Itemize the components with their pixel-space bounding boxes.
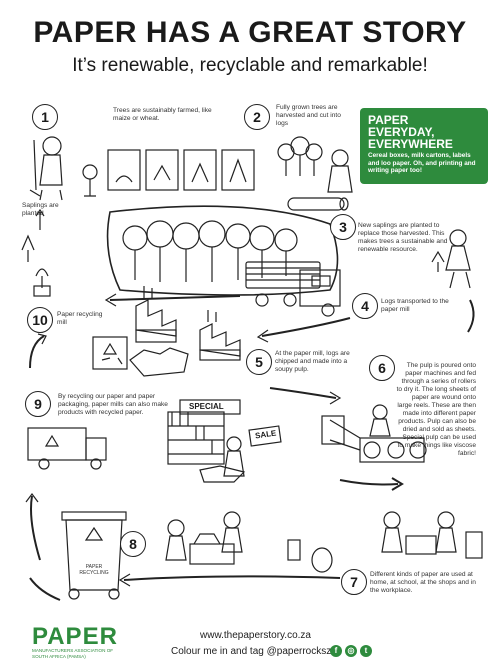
bin-label: PAPER RECYCLING	[79, 564, 109, 576]
recycling-pile	[92, 336, 189, 377]
social-tag: Colour me in and tag @paperrocksza	[171, 646, 337, 657]
pulp-mill	[199, 310, 241, 361]
special-sign: SPECIAL	[189, 402, 224, 411]
woodcutter-illustration	[277, 136, 353, 211]
facebook-icon[interactable]: f	[330, 645, 342, 657]
step-7-caption: Different kinds of paper are used at hom…	[370, 571, 476, 594]
step-7-badge: 7	[341, 569, 367, 595]
recycling-mill	[135, 286, 177, 343]
paper-everyday-callout: PAPER EVERYDAY, EVERYWHERE Cereal boxes,…	[360, 108, 488, 184]
forest-trees	[122, 220, 298, 282]
step-2-caption: Fully grown trees are harvested and cut …	[276, 104, 341, 127]
step-9-caption: By recycling our paper and paper packagi…	[58, 393, 168, 416]
pamsa-logo: PAPER	[32, 623, 118, 650]
step-1-badge: 1	[32, 104, 58, 130]
bookstore-illustration	[167, 399, 282, 483]
logging-truck	[245, 261, 341, 317]
recycling-truck	[27, 427, 107, 470]
step-8-badge: 8	[120, 531, 146, 557]
page-subtitle: It’s renewable, recyclable and remarkabl…	[72, 55, 428, 76]
step-5-badge: 5	[246, 349, 272, 375]
recycling-bin	[61, 511, 127, 600]
paper-machine	[321, 404, 427, 491]
farmer-illustration	[29, 136, 98, 201]
planter-illustration	[431, 229, 471, 289]
step-6-caption: The pulp is poured onto paper machines a…	[396, 362, 476, 457]
website-link[interactable]: www.thepaperstory.co.za	[200, 630, 311, 641]
step-4-badge: 4	[352, 293, 378, 319]
step-3-caption: New saplings are planted to replace thos…	[358, 222, 448, 253]
callout-heading: PAPER EVERYDAY, EVERYWHERE	[368, 113, 453, 151]
instagram-icon[interactable]: ◎	[345, 645, 357, 657]
page-title: PAPER HAS A GREAT STORY	[33, 16, 467, 49]
twitter-icon[interactable]: t	[360, 645, 372, 657]
step-4-caption: Logs transported to the paper mill	[381, 298, 449, 313]
callout-text: Cereal boxes, milk cartons, labels and l…	[368, 152, 476, 175]
step-9-badge: 9	[25, 391, 51, 417]
step-6-badge: 6	[369, 355, 395, 381]
step-10-badge: 10	[27, 307, 53, 333]
saplings-caption: Saplings are planted	[22, 202, 59, 217]
step-10-caption: Paper recycling mill	[57, 311, 103, 326]
saplings-illustration	[21, 208, 51, 297]
step-1-caption: Trees are sustainably farmed, like maize…	[113, 107, 212, 122]
pamsa-logo-subtitle: MANUFACTURERS ASSOCIATION OF SOUTH AFRIC…	[32, 648, 114, 659]
step-2-badge: 2	[244, 104, 270, 130]
kids-illustration	[165, 511, 333, 573]
step-5-caption: At the paper mill, logs are chipped and …	[275, 350, 350, 373]
farming-panels	[107, 149, 255, 191]
step-3-badge: 3	[330, 214, 356, 240]
office-illustration	[381, 511, 483, 559]
